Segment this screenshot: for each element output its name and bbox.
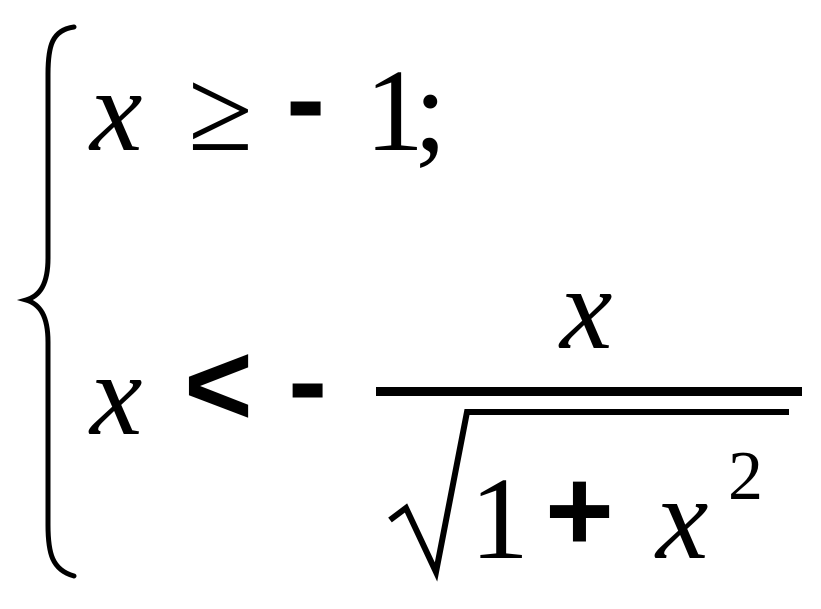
fraction-bar [376, 387, 802, 396]
row2-relation: < [184, 319, 253, 451]
fraction-numerator: x [560, 243, 613, 374]
denominator-plus: + [545, 445, 614, 577]
row2-variable: x [90, 329, 143, 460]
row1-value: 1 [365, 45, 424, 176]
radical-sign [388, 409, 789, 582]
row1-relation: ≥ [188, 45, 253, 176]
denominator-variable: x [656, 453, 709, 584]
denominator-exponent: 2 [728, 438, 763, 515]
denominator-one: 1 [470, 453, 529, 584]
row2-minus: - [288, 315, 328, 447]
row1-minus: - [286, 33, 326, 165]
row1-variable: x [90, 45, 143, 176]
row1-terminator: ; [414, 45, 447, 176]
